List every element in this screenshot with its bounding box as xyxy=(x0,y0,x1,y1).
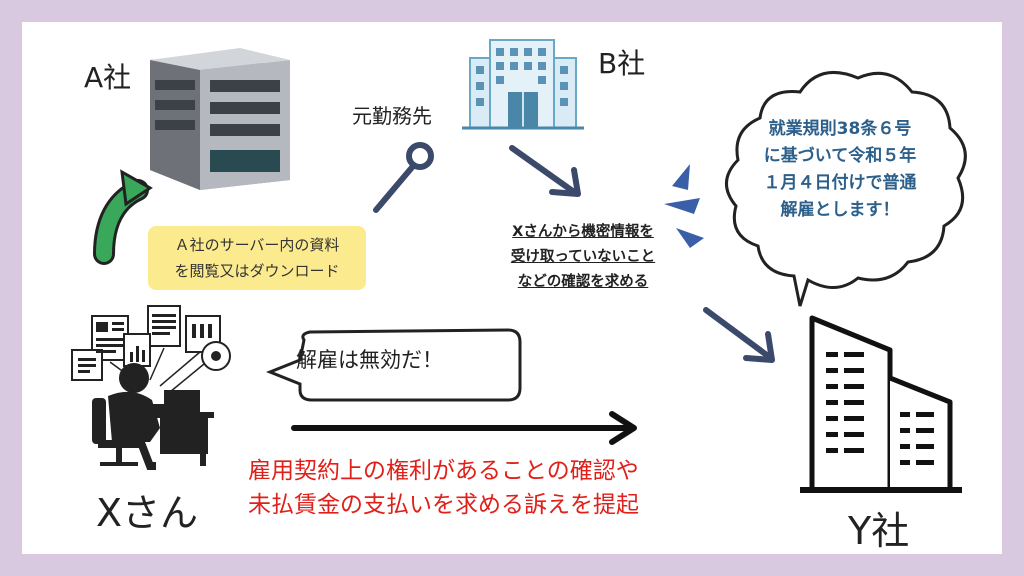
speech-cloud-y xyxy=(725,70,967,307)
company-b-label: B社 xyxy=(598,47,646,80)
access-note: Ａ社のサーバー内の資料 を閲覧又はダウンロード xyxy=(148,226,366,290)
company-y-label: Y社 xyxy=(848,509,910,553)
worker-icon xyxy=(71,305,231,470)
company-a-label: A社 xyxy=(84,61,132,94)
arrow-request-to-y xyxy=(703,307,775,363)
speech-y-line: １月４日付けで普通 xyxy=(763,173,917,193)
request-line: Xさんから機密情報を xyxy=(512,224,654,240)
access-note-line: Ａ社のサーバー内の資料 xyxy=(174,236,340,254)
speech-y-line: に基づいて令和５年 xyxy=(763,146,917,166)
emphasis-marks xyxy=(664,164,704,248)
speech-x-text: 解雇は無効だ！ xyxy=(296,348,443,372)
request-note: Xさんから機密情報を 受け取っていないこと などの確認を求める xyxy=(478,220,688,295)
lawsuit-claim: 雇用契約上の権利があることの確認や 未払賃金の支払いを求める訴えを提起 xyxy=(248,454,639,522)
green-arrow xyxy=(93,169,153,265)
arrow-x-to-y xyxy=(291,411,637,445)
lawsuit-claim-line: 未払賃金の支払いを求める訴えを提起 xyxy=(248,492,639,518)
key-icon xyxy=(373,142,434,213)
former-employer-label: 元勤務先 xyxy=(352,104,432,128)
speech-bubble-x xyxy=(265,328,522,402)
arrow-b-to-request xyxy=(509,145,581,197)
person-x-label: Xさん xyxy=(96,491,199,535)
building-a-icon xyxy=(150,48,290,190)
speech-y-line: 就業規則38条６号 xyxy=(768,119,912,139)
access-note-line: を閲覧又はダウンロード xyxy=(174,262,340,280)
request-line: 受け取っていないこと xyxy=(510,249,656,265)
lawsuit-claim-line: 雇用契約上の権利があることの確認や xyxy=(248,458,639,484)
request-line: などの確認を求める xyxy=(517,274,649,290)
speech-y-text: 就業規則38条６号 に基づいて令和５年 １月４日付けで普通 解雇とします！ xyxy=(736,116,944,224)
speech-y-line: 解雇とします！ xyxy=(780,200,900,220)
skyscraper-icon xyxy=(800,315,962,493)
building-b-icon xyxy=(462,39,584,130)
